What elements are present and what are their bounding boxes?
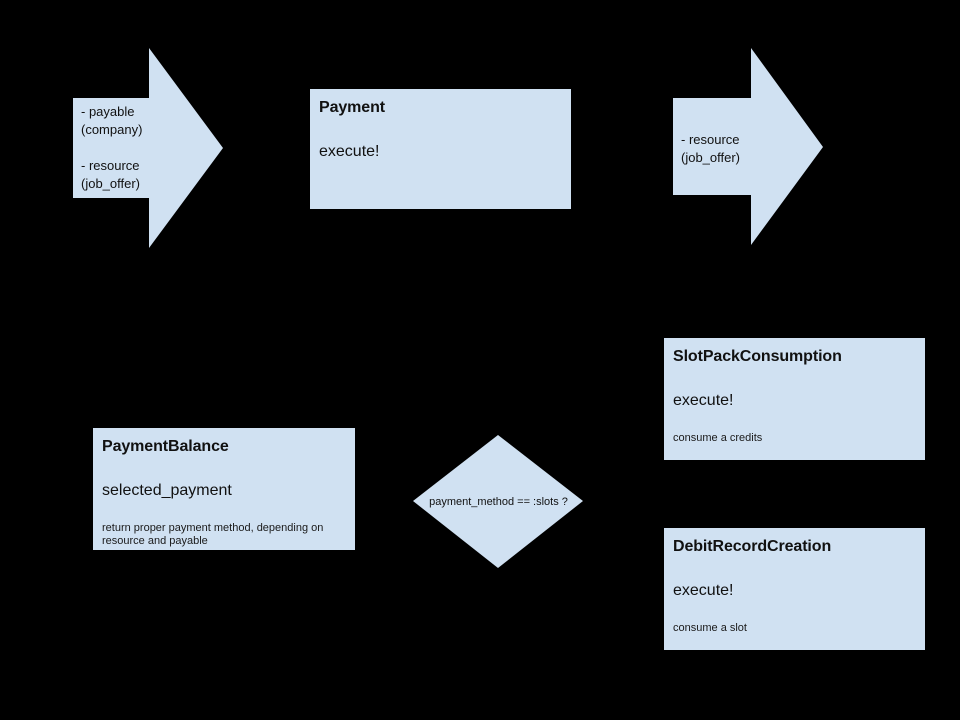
input-arrow-label-resource-value: (job_offer) bbox=[81, 176, 141, 191]
output-arrow-label-resource: - resource bbox=[681, 132, 740, 147]
input-arrow-shape[interactable] bbox=[73, 48, 224, 249]
node-payment-title: Payment bbox=[319, 99, 385, 116]
node-debit-record-creation-desc: consume a slot bbox=[673, 622, 747, 634]
node-payment-balance-method: selected_payment bbox=[102, 482, 232, 499]
node-debit-record-creation-title: DebitRecordCreation bbox=[673, 538, 832, 555]
node-payment-balance-title: PaymentBalance bbox=[102, 438, 229, 455]
node-slot-pack-consumption[interactable]: SlotPackConsumption execute! consume a c… bbox=[664, 338, 925, 460]
node-payment-balance-desc-line1: return proper payment method, depending … bbox=[102, 522, 324, 534]
node-debit-record-creation[interactable]: DebitRecordCreation execute! consume a s… bbox=[664, 528, 925, 650]
output-arrow-label-resource-value: (job_offer) bbox=[681, 150, 741, 165]
decision-diamond-shape[interactable] bbox=[413, 435, 584, 574]
input-arrow-label-resource: - resource bbox=[81, 158, 140, 173]
node-slot-pack-consumption-desc: consume a credits bbox=[673, 432, 763, 444]
node-payment-method: execute! bbox=[319, 143, 380, 160]
decision-diamond-label: payment_method == :slots ? bbox=[429, 496, 568, 508]
decision-diamond-polygon bbox=[413, 435, 583, 568]
node-debit-record-creation-method: execute! bbox=[673, 582, 734, 599]
input-arrow-label-payable: - payable bbox=[81, 104, 135, 119]
node-slot-pack-consumption-method: execute! bbox=[673, 392, 734, 409]
output-arrow-shape[interactable] bbox=[673, 48, 824, 246]
input-arrow-polygon bbox=[73, 48, 223, 248]
input-arrow-label-payable-value: (company) bbox=[81, 122, 143, 137]
node-payment-balance[interactable]: PaymentBalance selected_payment return p… bbox=[93, 428, 355, 550]
output-arrow-polygon bbox=[673, 48, 823, 245]
node-slot-pack-consumption-title: SlotPackConsumption bbox=[673, 348, 842, 365]
node-payment-balance-desc-line2: resource and payable bbox=[102, 535, 208, 547]
node-payment[interactable]: Payment execute! bbox=[310, 89, 571, 209]
